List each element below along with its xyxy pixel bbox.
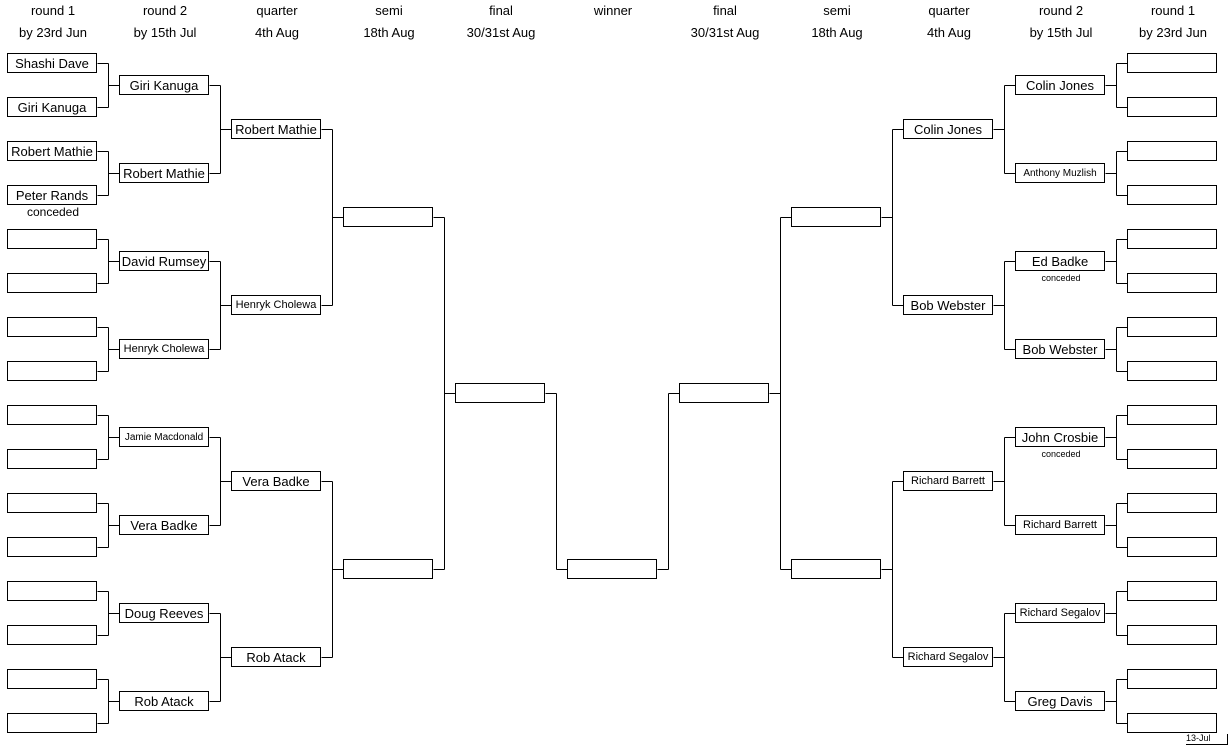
left-r1-slot-4: Peter Rands xyxy=(7,185,97,205)
winner-slot xyxy=(567,559,657,579)
right-sf-slot-1 xyxy=(791,207,881,227)
left-r1-slot-15 xyxy=(7,669,97,689)
date-stamp: 13-Jul xyxy=(1186,733,1211,743)
left-r1-slot-2: Giri Kanuga xyxy=(7,97,97,117)
right-r1-slot-8 xyxy=(1127,361,1217,381)
right-r1-slot-13 xyxy=(1127,581,1217,601)
right-r1-slot-16 xyxy=(1127,713,1217,733)
left-r2-slot-7: Doug Reeves xyxy=(119,603,209,623)
right-qf-slot-3: Richard Barrett xyxy=(903,471,993,491)
right-r1-slot-14 xyxy=(1127,625,1217,645)
right-r1-slot-5 xyxy=(1127,229,1217,249)
right-qf-slot-1: Colin Jones xyxy=(903,119,993,139)
conceded-note-peter-rands: conceded xyxy=(26,205,80,219)
left-r2-slot-8: Rob Atack xyxy=(119,691,209,711)
right-r1-slot-3 xyxy=(1127,141,1217,161)
right-r1-slot-11 xyxy=(1127,493,1217,513)
left-final-slot xyxy=(455,383,545,403)
left-r1-slot-3: Robert Mathie xyxy=(7,141,97,161)
right-r1-slot-15 xyxy=(1127,669,1217,689)
left-r1-slot-12 xyxy=(7,537,97,557)
left-r1-slot-11 xyxy=(7,493,97,513)
right-r2-slot-5: John Crosbie xyxy=(1015,427,1105,447)
right-r2-slot-2: Anthony Muzlish xyxy=(1015,163,1105,183)
conceded-note-john-crosbie: conceded xyxy=(1041,449,1081,459)
right-r2-slot-3: Ed Badke xyxy=(1015,251,1105,271)
right-r2-slot-1: Colin Jones xyxy=(1015,75,1105,95)
left-sf-slot-1 xyxy=(343,207,433,227)
right-qf-slot-2: Bob Webster xyxy=(903,295,993,315)
right-final-slot xyxy=(679,383,769,403)
right-r1-slot-4 xyxy=(1127,185,1217,205)
header-winner: winner xyxy=(593,3,633,18)
corner-divider-horizontal xyxy=(1186,744,1228,745)
left-r1-slot-6 xyxy=(7,273,97,293)
left-r1-slot-16 xyxy=(7,713,97,733)
right-r1-slot-6 xyxy=(1127,273,1217,293)
left-qf-slot-2: Henryk Cholewa xyxy=(231,295,321,315)
right-r1-slot-1 xyxy=(1127,53,1217,73)
left-qf-slot-1: Robert Mathie xyxy=(231,119,321,139)
left-r1-slot-14 xyxy=(7,625,97,645)
left-r2-slot-4: Henryk Cholewa xyxy=(119,339,209,359)
corner-divider-vertical xyxy=(1227,734,1228,745)
right-r1-slot-2 xyxy=(1127,97,1217,117)
left-qf-slot-3: Vera Badke xyxy=(231,471,321,491)
conceded-note-ed-badke: conceded xyxy=(1041,273,1081,283)
right-r2-slot-8: Greg Davis xyxy=(1015,691,1105,711)
left-r2-slot-2: Robert Mathie xyxy=(119,163,209,183)
left-sf-slot-2 xyxy=(343,559,433,579)
left-r2-slot-1: Giri Kanuga xyxy=(119,75,209,95)
right-r2-slot-7: Richard Segalov xyxy=(1015,603,1105,623)
left-qf-slot-4: Rob Atack xyxy=(231,647,321,667)
right-r1-slot-7 xyxy=(1127,317,1217,337)
right-r2-slot-6: Richard Barrett xyxy=(1015,515,1105,535)
left-r2-slot-6: Vera Badke xyxy=(119,515,209,535)
right-r1-slot-9 xyxy=(1127,405,1217,425)
left-r2-slot-3: David Rumsey xyxy=(119,251,209,271)
left-r1-slot-5 xyxy=(7,229,97,249)
left-r1-slot-7 xyxy=(7,317,97,337)
left-r1-slot-9 xyxy=(7,405,97,425)
left-r1-slot-1: Shashi Dave xyxy=(7,53,97,73)
right-qf-slot-4: Richard Segalov xyxy=(903,647,993,667)
left-r1-slot-10 xyxy=(7,449,97,469)
right-r1-slot-12 xyxy=(1127,537,1217,557)
left-r2-slot-5: Jamie Macdonald xyxy=(119,427,209,447)
left-r1-slot-8 xyxy=(7,361,97,381)
right-r2-slot-4: Bob Webster xyxy=(1015,339,1105,359)
left-r1-slot-13 xyxy=(7,581,97,601)
right-r1-slot-10 xyxy=(1127,449,1217,469)
right-sf-slot-2 xyxy=(791,559,881,579)
